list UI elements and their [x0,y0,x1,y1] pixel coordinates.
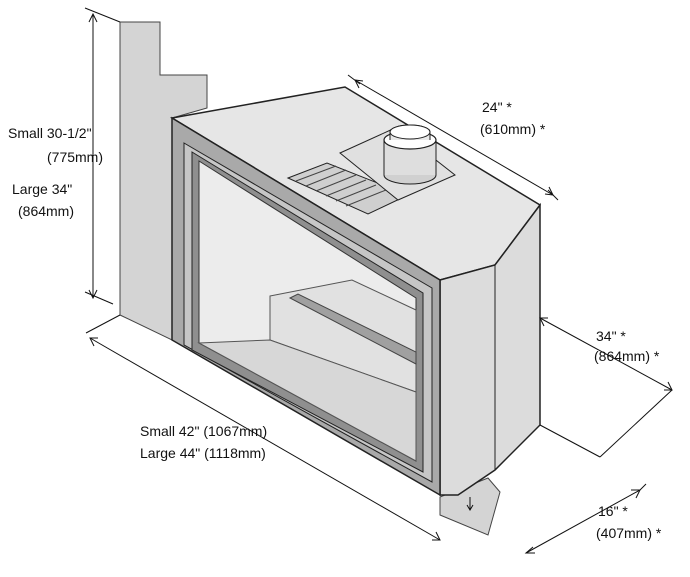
height-large-label: Large 34" [12,181,72,197]
wall-backdrop [119,21,208,341]
width-large-label: Large 44" (1118mm) [140,445,266,461]
fireplace-side-face [439,202,541,496]
width-small-label: Small 42" (1067mm) [140,423,267,439]
burner-tray [288,293,417,365]
height-small-metric: (775mm) [47,149,103,165]
side-depth-dimension-line [539,317,673,458]
bottom-depth-imperial: 16" * [598,503,628,519]
firebox-floor [197,339,417,462]
side-depth-metric: (864mm) * [594,348,660,364]
top-depth-metric: (610mm) * [480,121,546,137]
width-dimension-line [85,314,441,541]
height-large-metric: (864mm) [18,203,74,219]
bottom-depth-metric: (407mm) * [596,525,662,541]
top-depth-imperial: 24" * [482,99,512,115]
height-small-label: Small 30-1/2" [8,125,92,141]
flue-pipe [383,124,437,185]
bottom-depth-dimension-line [466,483,647,554]
top-depth-dimension-line [347,74,559,201]
side-depth-imperial: 34" * [596,328,626,344]
height-dimension-line [84,7,121,305]
firebox-back-wall [269,279,417,393]
